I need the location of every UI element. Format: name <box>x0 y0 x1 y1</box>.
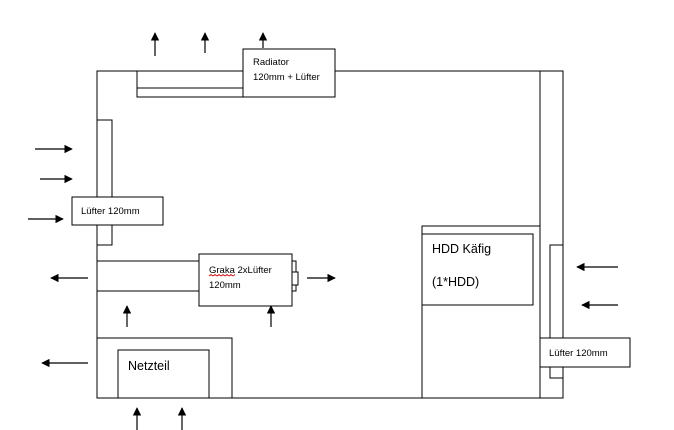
rear-fan-box <box>539 337 631 368</box>
graphics-card-label-line1: Graka 2xLüfter <box>209 265 272 276</box>
graphics-card-bracket <box>291 271 299 286</box>
rear-fan-label: Lüfter 120mm <box>549 348 608 359</box>
radiator-label-line2: 120mm + Lüfter <box>253 72 320 83</box>
spellcheck-underline <box>208 274 236 277</box>
hdd-label-line2: (1*HDD) <box>432 275 479 289</box>
psu-label: Netzteil <box>128 359 170 373</box>
psu-box <box>117 349 210 399</box>
hdd-label-box <box>421 233 534 306</box>
radiator-label-line1: Radiator <box>253 57 289 68</box>
left-fan-mount <box>96 119 113 246</box>
left-fan-box <box>71 196 164 226</box>
graphics-card-label-line2: 120mm <box>209 280 241 291</box>
radiator-box <box>242 48 336 98</box>
hdd-label-line1: HDD Käfig <box>432 242 491 256</box>
radiator-mount <box>136 70 244 98</box>
left-fan-label: Lüfter 120mm <box>81 206 140 217</box>
